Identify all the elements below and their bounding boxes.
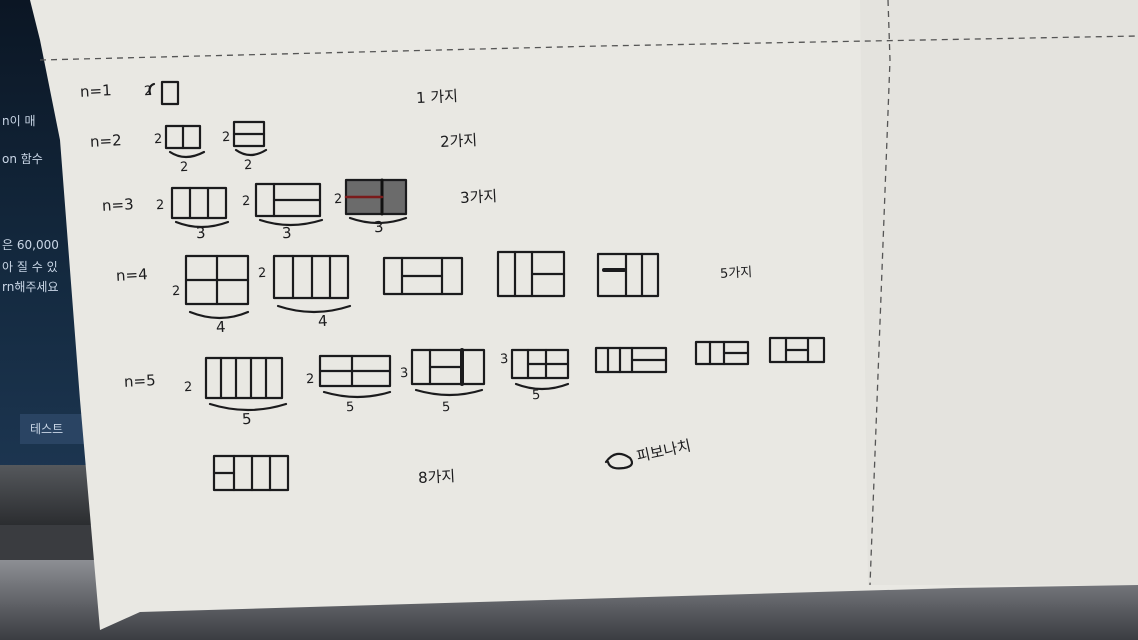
dim-label: 5 (345, 399, 355, 416)
dim-label: 3 (195, 223, 207, 243)
row-label-n2: n=2 (89, 131, 123, 151)
tiling-n1 (148, 80, 180, 106)
dim-label: 5 (531, 387, 541, 404)
dashed-top-border (39, 35, 1138, 61)
monitor-test-button: 테스트 (20, 414, 90, 444)
count-n1: 1 가지 (415, 86, 459, 108)
count-n5: 8가지 (417, 467, 456, 487)
dim-label: 2 (179, 159, 189, 176)
dim-label: 2 (257, 265, 267, 282)
dim-label: 2 (171, 283, 181, 300)
dim-label: 2 (221, 129, 231, 146)
dashed-right-border (869, 0, 891, 586)
count-n3: 3가지 (459, 187, 498, 207)
monitor-text-line: 은 60,000 (2, 238, 59, 252)
dim-label: 4 (215, 317, 227, 337)
tiling-n5 (204, 336, 826, 492)
dim-label: 3 (399, 365, 409, 382)
monitor-text-line: 아 질 수 있 (2, 260, 58, 274)
dim-label: 2 (333, 191, 343, 208)
monitor-text-line: rn해주세요 (2, 280, 59, 294)
dim-label: 2 (143, 83, 153, 100)
monitor-text-line: n이 매 (2, 114, 36, 128)
dim-label: 5 (241, 409, 253, 429)
doodle-swirl (604, 452, 634, 470)
monitor-text-line: on 함수 (2, 152, 43, 166)
paper-sheet (30, 0, 1138, 630)
row-label-n4: n=4 (115, 265, 149, 285)
dim-label: 5 (441, 399, 451, 416)
count-n4: 5가지 (719, 265, 753, 282)
row-label-n1: n=1 (79, 81, 113, 101)
dim-label: 3 (499, 351, 509, 368)
tiling-n2 (164, 120, 268, 159)
dim-label: 3 (281, 223, 293, 243)
dim-label: 3 (373, 217, 385, 237)
row-label-n3: n=3 (101, 195, 135, 215)
dim-label: 2 (183, 379, 193, 396)
count-n2: 2가지 (439, 131, 478, 151)
dim-label: 2 (153, 131, 163, 148)
dim-label: 2 (243, 157, 253, 174)
tiling-n4 (184, 250, 660, 320)
dim-label: 2 (241, 193, 251, 210)
tiling-n3 (170, 178, 408, 229)
dim-label: 2 (305, 371, 315, 388)
paper-right-panel (860, 0, 1138, 585)
row-label-n5: n=5 (123, 371, 157, 391)
dim-label: 4 (317, 311, 329, 331)
dim-label: 2 (155, 197, 165, 214)
